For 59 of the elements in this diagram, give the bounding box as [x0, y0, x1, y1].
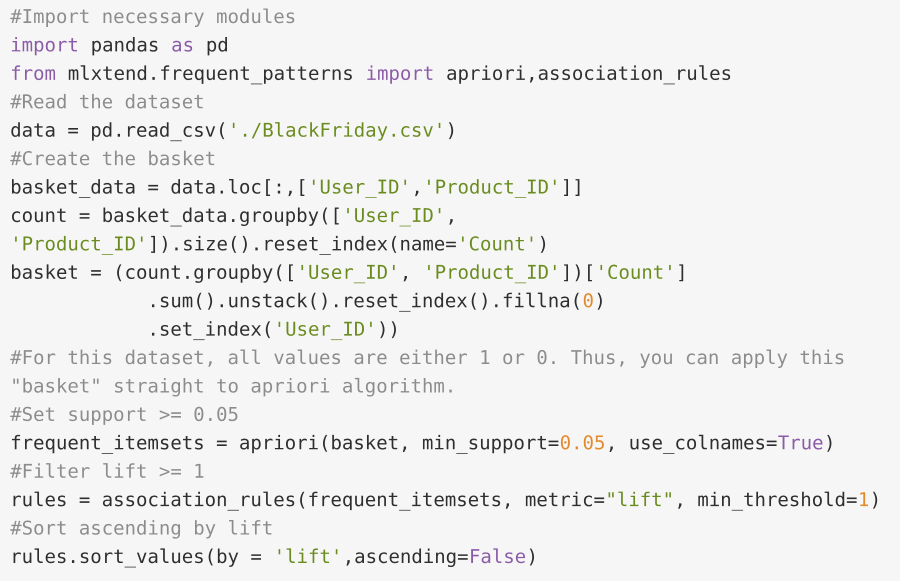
code-text: ) [872, 492, 878, 509]
code-text: ]] [564, 179, 580, 196]
code-text: from [12, 65, 56, 80]
code-text: #Read the dataset [10, 94, 203, 109]
code-text: 'User_ID' [301, 264, 395, 284]
code-text: 'Product_ID' [428, 264, 556, 284]
code-text: rules = association_rules(frequent_itemsets, metric= [14, 492, 604, 511]
code-text: False [471, 548, 526, 564]
code-text: 'Count' [600, 264, 671, 280]
code-text: 'Product_ID' [428, 179, 556, 198]
code-text: './BlackFriday.csv' [232, 122, 440, 141]
code-text: basket_data = data.loc[:,[ [12, 178, 304, 198]
code-text: , min_threshold= [678, 492, 857, 511]
code-text: 0 [584, 293, 593, 308]
code-text: 'lift' [278, 548, 338, 563]
code-text: import [12, 36, 77, 56]
code-text: pd [208, 36, 227, 56]
code-text: 'User_ID' [347, 208, 440, 226]
code-text: #Sort ascending by lift [10, 520, 272, 539]
code-text: , [404, 276, 407, 282]
code-text: True [778, 435, 822, 450]
code-text: ]).size().reset_index(name= [151, 236, 456, 255]
code-text: , [449, 219, 453, 225]
code-text: basket = (count.groupby([ [12, 264, 293, 283]
code-text: count = basket_data.groupby([ [12, 208, 339, 226]
code-text: #Create the basket [10, 150, 214, 166]
code-text: rules.sort_values(by = [14, 548, 262, 568]
code-text: ])[ [564, 264, 592, 282]
code-text: 'User_ID' [278, 322, 372, 340]
code-text: ) [540, 236, 546, 253]
code-text: 'User_ID' [312, 180, 406, 198]
code-text: ] [679, 264, 684, 282]
code-text: #Filter lift >= 1 [10, 463, 204, 478]
code-text: ) [827, 434, 832, 452]
code-text: pandas [92, 36, 158, 56]
code-text: import [367, 65, 432, 84]
code-text: ) [448, 122, 454, 140]
code-text: 0.05 [560, 435, 604, 450]
code-text: 'Product_ID' [15, 236, 143, 255]
code-text: 'Count' [462, 236, 532, 251]
code-text: , use_colnames= [610, 434, 777, 454]
code-text: , [415, 190, 418, 196]
code-text: 1 [860, 492, 868, 506]
code-text: as [172, 40, 192, 52]
code-text: #For this dataset, all values are either 1 or 0. Thus, you can apply this [10, 350, 844, 368]
code-text: ,ascending= [346, 548, 468, 568]
code-text: .sum().unstack().reset_index().fillna( [152, 292, 579, 312]
code-text: data = pd.read_csv( [11, 122, 224, 142]
code-text: #Set support >= 0.05 [10, 406, 238, 425]
code-text: frequent_itemsets = apriori(basket, min_support= [12, 434, 558, 454]
code-text: ) [530, 548, 534, 566]
code-text: )) [380, 321, 396, 338]
code-text: apriori,association_rules [447, 65, 730, 84]
code-text: #Import necessary modules [10, 8, 294, 27]
code-text: mlxtend.frequent_patterns [68, 65, 352, 84]
code-text: ) [598, 292, 602, 310]
code-text: "basket" straight to apriori algorithm. [13, 378, 452, 397]
code-text: "lift" [608, 492, 671, 506]
code-text: .set_index( [152, 321, 270, 340]
